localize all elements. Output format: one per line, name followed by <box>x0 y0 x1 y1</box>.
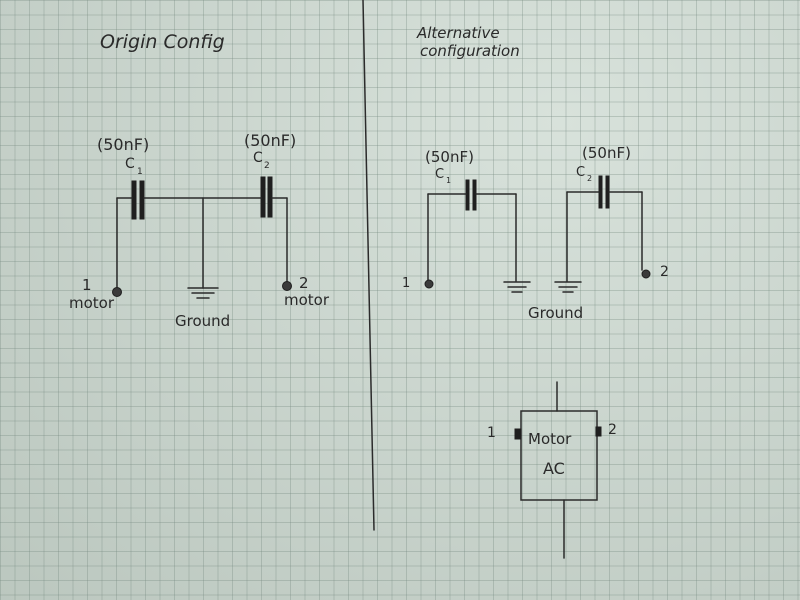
divider-line <box>362 0 375 531</box>
right-ground-symbol-2 <box>554 281 582 293</box>
left-wires <box>116 197 288 289</box>
left-terminal-1-dot <box>112 287 122 297</box>
right-c1-sub: 1 <box>446 176 451 185</box>
motor-pin-2-label: 2 <box>608 422 617 438</box>
right-terminal-1-dot <box>424 279 434 289</box>
alternative-config-panel: Alternative configuration (50nF) C 1 (50… <box>402 24 669 322</box>
motor-label-line1: Motor <box>528 430 572 448</box>
motor-label-line2: AC <box>543 459 565 478</box>
motor-pin-2 <box>595 426 602 437</box>
right-c2-name: C <box>576 165 585 180</box>
left-c1-sub: 1 <box>137 167 143 177</box>
left-terminal-1-num: 1 <box>82 276 92 294</box>
motor-body <box>520 410 598 501</box>
alt-title-line1: Alternative <box>416 24 500 42</box>
left-ground-symbol <box>187 287 219 299</box>
origin-title: Origin Config <box>100 31 225 53</box>
motor-pin-1 <box>514 428 522 440</box>
left-c2-sub: 2 <box>264 161 270 171</box>
left-c1-name: C <box>125 156 135 172</box>
left-ground-label: Ground <box>175 312 230 330</box>
right-c2-value: (50nF) <box>582 144 631 162</box>
right-c2-sub: 2 <box>587 174 592 183</box>
left-terminal-1-label: motor <box>69 294 115 312</box>
right-c1-capacitor-symbol <box>465 179 477 211</box>
left-c2-capacitor-symbol <box>260 176 273 218</box>
left-terminal-2-label: motor <box>284 291 330 309</box>
left-c1-capacitor-symbol <box>131 180 145 220</box>
motor-pin-1-label: 1 <box>487 425 496 441</box>
ac-motor-block: 1 2 Motor AC <box>487 381 617 559</box>
alt-title-line2: configuration <box>420 42 520 60</box>
right-ground-symbol-1 <box>503 281 531 293</box>
right-c2-capacitor-symbol <box>598 175 610 209</box>
right-ground-label: Ground <box>528 304 583 322</box>
left-c1-value: (50nF) <box>97 135 149 154</box>
right-terminal-2-dot <box>641 269 651 279</box>
origin-config-panel: Origin Config (50nF) C 1 (50nF) C 2 <box>69 31 330 330</box>
left-terminal-2-num: 2 <box>299 274 309 292</box>
right-terminal-1-num: 1 <box>402 276 410 291</box>
left-terminal-2-dot <box>282 281 292 291</box>
right-c1-name: C <box>435 167 444 182</box>
left-c2-name: C <box>253 150 263 166</box>
right-c1-value: (50nF) <box>425 148 474 166</box>
right-wires <box>427 191 643 282</box>
right-terminal-2-num: 2 <box>660 264 669 280</box>
left-c2-value: (50nF) <box>244 131 296 150</box>
